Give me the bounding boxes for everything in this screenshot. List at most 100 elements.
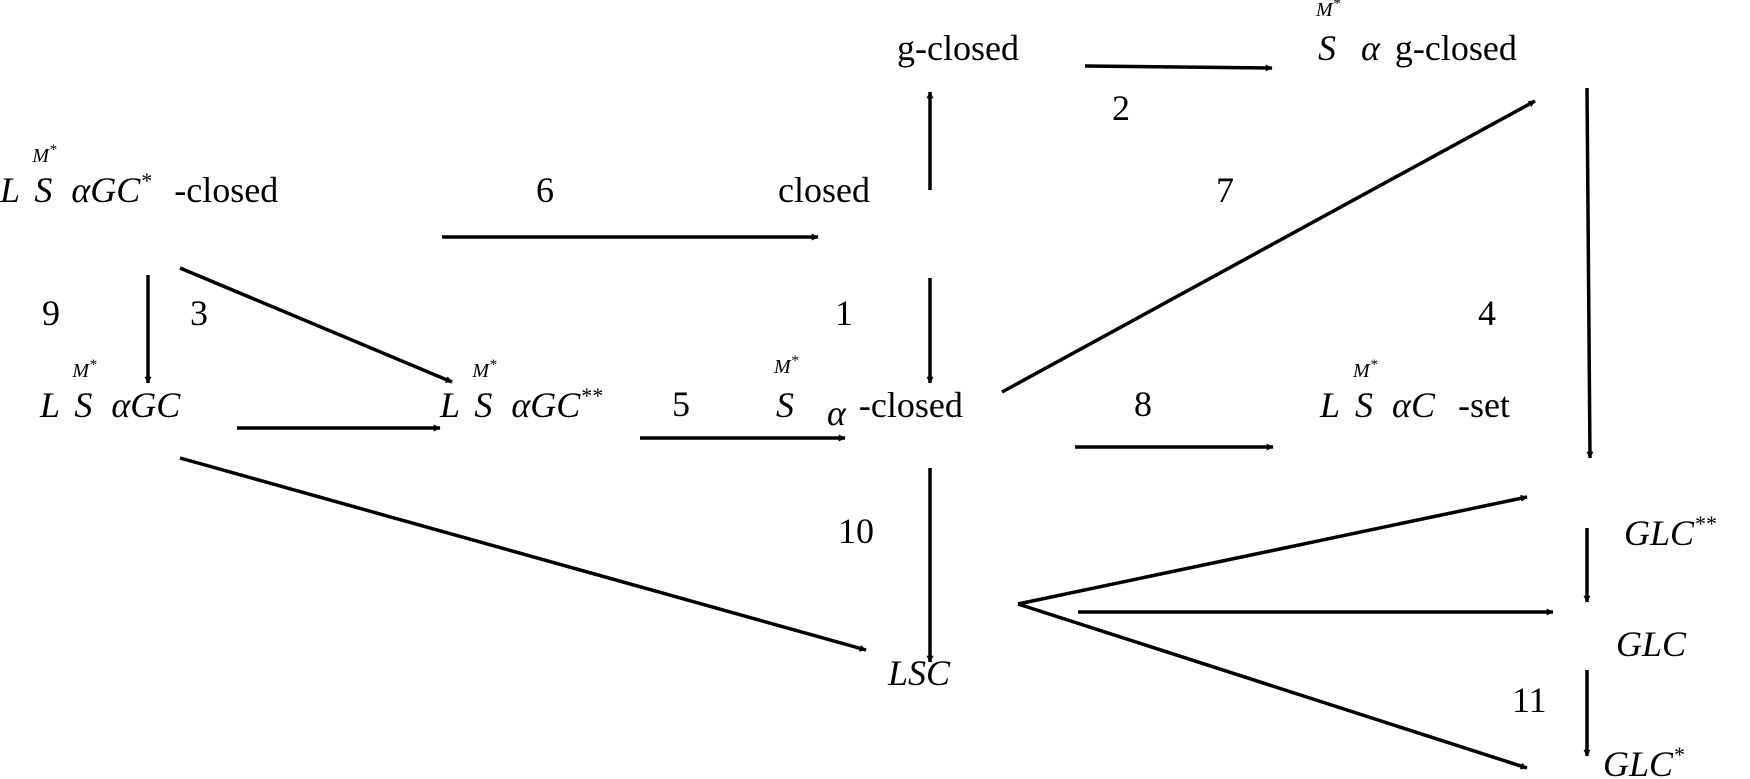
edge-label-8-text: 8	[1134, 384, 1152, 424]
node-lsc-text: LSC	[888, 653, 951, 693]
edge-label-2: 2	[1112, 90, 1130, 126]
letter-l: L	[440, 385, 460, 425]
node-glc: GLC	[1616, 626, 1686, 662]
node-glc-text: GLC	[1603, 744, 1674, 779]
node-lsagc-star-closed: L S M* αGC* -closed	[0, 143, 279, 210]
edge-label-6: 6	[536, 172, 554, 208]
edge-label-7: 7	[1216, 172, 1234, 208]
letter-s-with-sup: S M*	[1316, 0, 1345, 68]
sup-m-text: M	[1353, 360, 1370, 382]
sup-m-star: *	[49, 142, 57, 158]
node-closed: closed	[778, 172, 870, 208]
sup-m-text: M	[72, 360, 90, 382]
node-lsagc-dstar: L S M* αGC**	[440, 358, 602, 425]
letters-gc: GC	[530, 385, 581, 425]
letter-l: L	[40, 385, 60, 425]
arrow-g-closed-to-s-alpha-g-closed	[1084, 64, 1273, 72]
letter-s-with-sup: S M*	[32, 143, 61, 210]
letters-gc: GC	[90, 170, 141, 210]
edge-label-5-text: 5	[672, 384, 690, 424]
letter-s: S	[74, 385, 93, 425]
alpha-symbol: α	[1392, 385, 1411, 425]
suffix-g-closed: g-closed	[1394, 28, 1517, 68]
sup-m-star: *	[790, 353, 799, 369]
arrow-lsagc-star-to-lsagc-dstar	[179, 266, 453, 384]
sup-m: M*	[1316, 0, 1340, 20]
sup-m-text: M	[32, 145, 50, 167]
edge-label-9-text: 9	[42, 293, 60, 333]
node-s-alpha-closed: S M* α -closed	[774, 354, 963, 432]
sup-m-text: M	[472, 360, 490, 382]
sup-double-star: **	[1694, 511, 1717, 536]
sup-m-star: *	[1369, 357, 1378, 373]
alpha-symbol: α	[1361, 28, 1380, 68]
letter-s-with-sup: S M*	[774, 354, 803, 425]
sup-m-text: M	[1316, 0, 1333, 21]
alpha-symbol: α	[111, 385, 131, 425]
letter-l: L	[0, 170, 20, 210]
sup-m-star: *	[489, 357, 497, 373]
letter-s: S	[1355, 385, 1374, 425]
letter-s-with-sup: S M*	[472, 358, 501, 425]
edge-label-4-text: 4	[1478, 293, 1496, 333]
sup-m-star: *	[1332, 0, 1341, 12]
sup-m-star: *	[89, 357, 97, 373]
edge-label-1-text: 1	[835, 293, 853, 333]
edge-label-3-text: 3	[190, 293, 208, 333]
edge-label-10: 10	[838, 513, 874, 549]
suffix-set: -set	[1457, 385, 1510, 425]
arrow-lsc-to-glc-dstar	[1017, 494, 1528, 606]
letter-l: L	[1320, 385, 1341, 425]
node-g-closed: g-closed	[897, 30, 1019, 66]
node-glc-dstar: GLC**	[1624, 513, 1716, 553]
edge-label-11-text: 11	[1512, 680, 1547, 720]
sup-star: *	[1673, 742, 1685, 767]
edge-label-10-text: 10	[838, 511, 874, 551]
arrow-lsagc-to-lsc	[179, 456, 867, 652]
edge-label-5: 5	[672, 386, 690, 422]
letter-s-with-sup: S M*	[72, 358, 101, 425]
suffix-closed: -closed	[174, 170, 279, 210]
edge-label-4: 4	[1478, 295, 1496, 331]
sup-m: M*	[1353, 358, 1377, 382]
node-s-alpha-g-closed: S M* α g-closed	[1316, 0, 1517, 68]
arrow-s-alpha-g-closed-to-glc-dstar	[1585, 87, 1594, 459]
node-glc-star: GLC*	[1603, 744, 1684, 779]
letter-s: S	[474, 385, 493, 425]
letter-c: C	[1410, 385, 1435, 425]
letter-s-with-sup: S M*	[1353, 358, 1382, 425]
sup-m: M*	[774, 354, 798, 378]
node-lsagc: L S M* αGC	[40, 358, 181, 425]
sup-double-star: **	[580, 383, 603, 408]
edge-label-9: 9	[42, 295, 60, 331]
letter-s: S	[34, 170, 53, 210]
suffix-closed: -closed	[858, 385, 963, 425]
letter-s: S	[776, 385, 794, 425]
edge-label-7-text: 7	[1216, 170, 1234, 210]
edge-label-6-text: 6	[536, 170, 554, 210]
arrow-lsc-to-glc-star	[1017, 602, 1528, 770]
node-glc-text: GLC	[1616, 624, 1687, 664]
sup-m-text: M	[774, 356, 791, 378]
alpha-symbol: α	[511, 385, 531, 425]
edge-label-8: 8	[1134, 386, 1152, 422]
sup-m: M*	[472, 358, 496, 382]
node-closed-text: closed	[778, 170, 870, 210]
sup-star: *	[140, 168, 152, 193]
edge-label-11: 11	[1512, 682, 1547, 718]
edge-label-3: 3	[190, 295, 208, 331]
node-lsc: LSC	[888, 655, 950, 691]
edge-label-2-text: 2	[1112, 88, 1130, 128]
alpha-symbol: α	[827, 393, 846, 433]
node-glc-text: GLC	[1624, 513, 1695, 553]
letters-gc: GC	[130, 385, 181, 425]
sup-m: M*	[72, 358, 96, 382]
node-lsac-set: L S M* αC -set	[1320, 358, 1510, 425]
arrow-s-alpha-closed-to-s-alpha-g-closed	[1001, 99, 1536, 394]
letter-s: S	[1318, 28, 1336, 68]
sup-m: M*	[32, 143, 56, 167]
edge-label-1: 1	[835, 295, 853, 331]
alpha-symbol: α	[71, 170, 91, 210]
